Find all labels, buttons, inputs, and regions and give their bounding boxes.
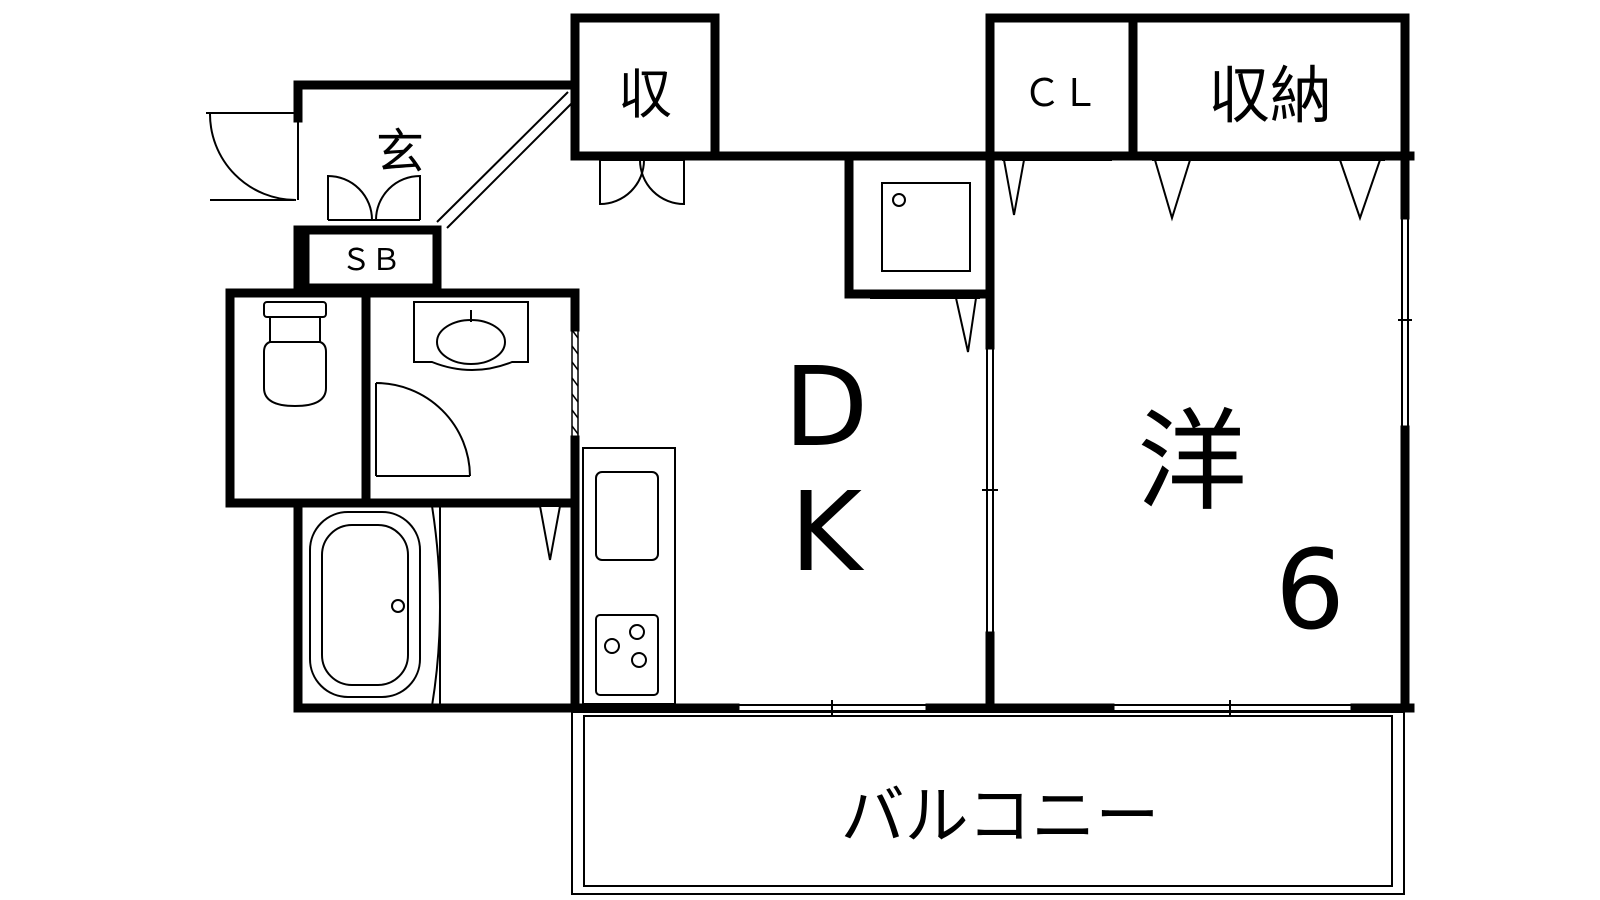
bathtub	[309, 505, 441, 707]
closet-label: ＣＬ	[1023, 71, 1099, 115]
dk-label-d: D	[784, 343, 869, 471]
shoe-box-label: ＳＢ	[341, 243, 401, 278]
dk-label-k: K	[790, 468, 865, 596]
western-room-size: 6	[1275, 526, 1345, 654]
storage-small-doors	[599, 159, 685, 206]
entrance-diagonal	[436, 91, 576, 229]
folding-door-marks	[450, 159, 1385, 561]
kitchen-counter	[582, 447, 676, 705]
balcony-label: バルコニー	[841, 780, 1160, 854]
fridge-space	[881, 182, 971, 272]
entrance-label: 玄	[376, 124, 424, 180]
entrance-door	[206, 112, 299, 201]
western-room-label: 洋	[1137, 398, 1247, 526]
wash-basin	[413, 301, 529, 371]
storage-small-label: 収	[618, 63, 672, 126]
storage-label: 収納	[1208, 59, 1332, 132]
shoe-box-doors	[327, 174, 421, 221]
washroom-door	[375, 321, 579, 477]
walls	[225, 13, 1415, 713]
toilet-fixture	[263, 301, 327, 408]
windows	[735, 215, 1412, 716]
